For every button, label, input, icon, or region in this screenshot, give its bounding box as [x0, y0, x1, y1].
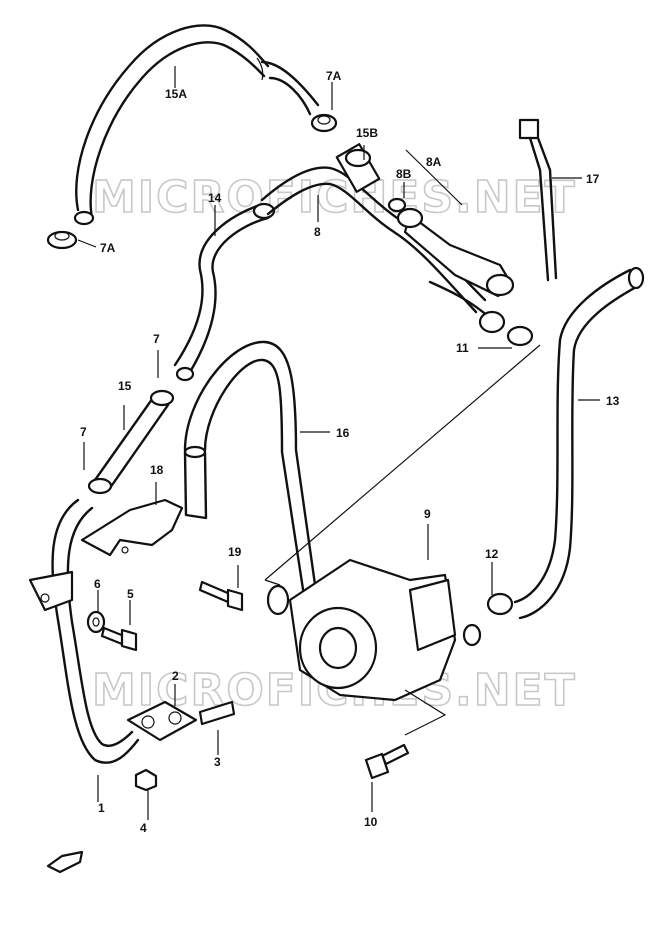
- callout-7a-left: 7A: [100, 241, 116, 255]
- hose-16: [183, 340, 322, 624]
- callout-16: 16: [336, 426, 350, 440]
- hose-15a: [73, 24, 320, 226]
- leader-lines: [77, 66, 600, 820]
- oring-8b: [387, 197, 407, 213]
- bracket-18: [80, 498, 184, 557]
- callout-15: 15: [118, 379, 132, 393]
- valve-9: [266, 558, 482, 702]
- callout-7-lower: 7: [80, 425, 87, 439]
- callout-4: 4: [140, 821, 147, 835]
- callout-17: 17: [586, 172, 600, 186]
- callout-14: 14: [208, 191, 222, 205]
- bolt-19: [198, 580, 244, 612]
- clamp-7a-left: [46, 230, 78, 250]
- callout-7-upper: 7: [153, 332, 160, 346]
- callout-12: 12: [485, 547, 499, 561]
- hose-1: [51, 498, 140, 764]
- callout-8b: 8B: [396, 167, 412, 181]
- washer-6: [86, 610, 106, 634]
- clamp-7a-top: [310, 113, 338, 133]
- callout-8: 8: [314, 225, 321, 239]
- nut-4: [134, 768, 158, 792]
- callout-2: 2: [172, 669, 179, 683]
- stud-3: [198, 700, 236, 726]
- clamp-11: [506, 325, 534, 347]
- callout-7a-top: 7A: [326, 69, 342, 83]
- bolt-5: [100, 626, 138, 652]
- bolt-10: [364, 743, 410, 780]
- callout-19: 19: [228, 545, 242, 559]
- callout-11: 11: [456, 341, 469, 355]
- callout-9: 9: [424, 507, 431, 521]
- part-17: [518, 118, 558, 282]
- gasket-2: [126, 700, 198, 742]
- callout-labels: 1 2 3 4 5 6 7 7 7A 7A 8 8A 8B 9 10 11 12…: [80, 69, 620, 835]
- hose-14: [173, 202, 276, 382]
- callout-1: 1: [98, 801, 105, 815]
- callout-13: 13: [606, 394, 620, 408]
- callout-6: 6: [94, 577, 101, 591]
- callout-8a: 8A: [426, 155, 442, 169]
- callout-18: 18: [150, 463, 164, 477]
- hose-15: [87, 389, 175, 495]
- hose-13: [513, 266, 645, 620]
- watermark-top: MICROFICHES.NET: [92, 172, 577, 223]
- callout-15a: 15A: [165, 87, 187, 101]
- callout-5: 5: [127, 587, 134, 601]
- callout-10: 10: [364, 815, 378, 829]
- callout-3: 3: [214, 755, 221, 769]
- bracket-left: [28, 570, 74, 612]
- front-arrow-icon: [46, 850, 84, 874]
- clamp-12: [486, 592, 514, 616]
- fitting-8a: [396, 207, 515, 298]
- callout-15b: 15B: [356, 126, 378, 140]
